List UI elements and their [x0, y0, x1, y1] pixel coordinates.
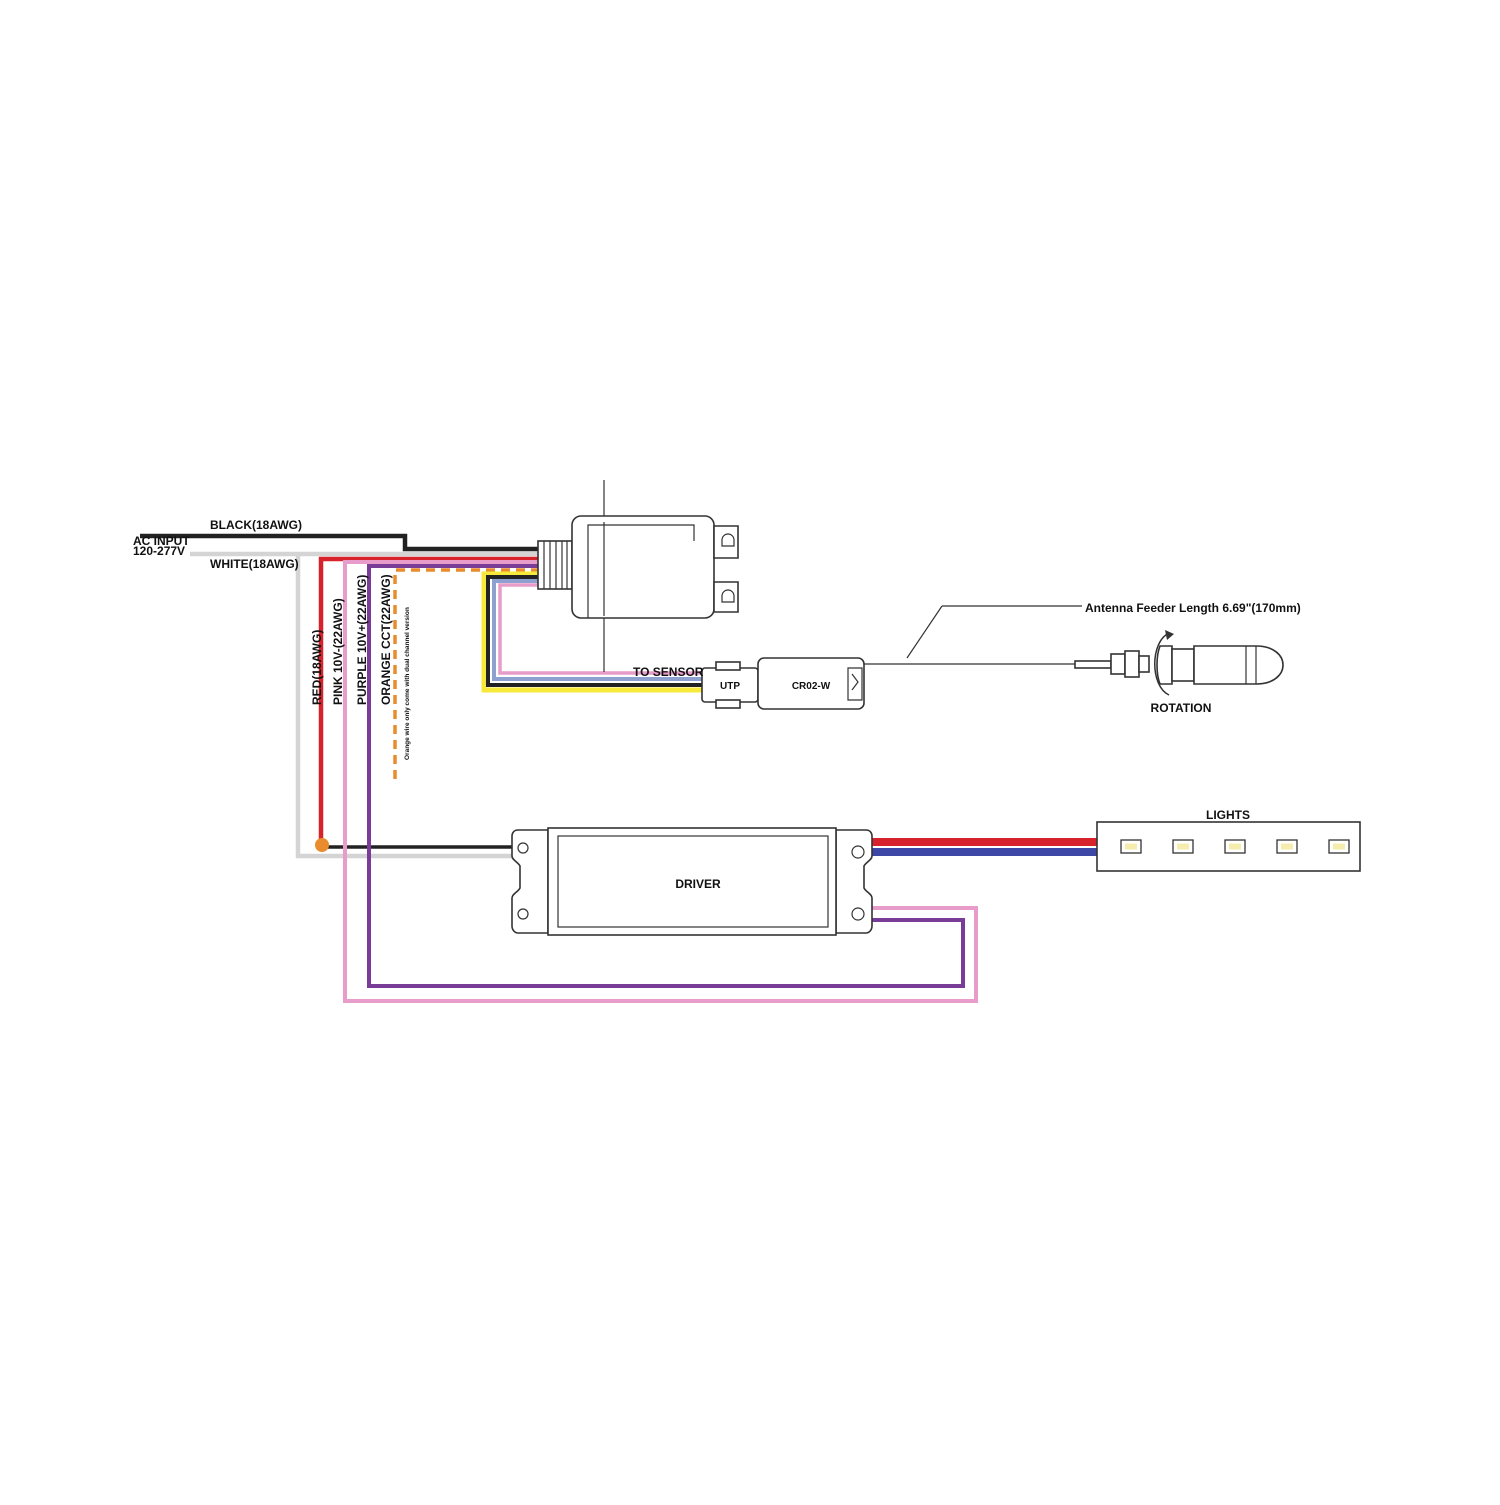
wire-blue-bundle: [492, 579, 702, 681]
label-orange-note: Orange wire only come with dual channel …: [404, 607, 411, 760]
label-black-wire: BLACK(18AWG): [210, 518, 302, 532]
wire-pink: [343, 560, 978, 1003]
antenna-body: [1193, 645, 1284, 685]
label-cr02w: CR02-W: [792, 681, 831, 692]
driver-tab-right: [835, 829, 873, 934]
driver-body: [547, 827, 837, 936]
label-driver: DRIVER: [675, 877, 721, 891]
controller-tab-top: [713, 525, 739, 559]
led-emitter: [1177, 843, 1189, 850]
wire-red: [318, 556, 540, 845]
wire-pink-bundle: [498, 583, 702, 675]
label-lights: LIGHTS: [1206, 808, 1250, 822]
led-emitter: [1281, 843, 1293, 850]
controller-module: [537, 480, 739, 672]
label-purple-wire: PURPLE 10V+(22AWG): [355, 575, 369, 705]
label-white-wire: WHITE(18AWG): [210, 557, 299, 571]
wire-black: [140, 533, 540, 552]
label-pink-wire: PINK 10V-(22AWG): [331, 598, 345, 705]
wire-group: [140, 533, 1097, 1003]
junction-dot: [315, 838, 329, 852]
cr02w-module: [757, 657, 865, 710]
led-emitter: [1333, 843, 1345, 850]
antenna: [864, 605, 1284, 696]
controller-tab-bottom: [713, 581, 739, 613]
label-ac-voltage: 120-277V: [133, 544, 185, 558]
controller-body: [571, 515, 715, 619]
led-emitter: [1125, 843, 1137, 850]
wire-white-down: [295, 554, 520, 859]
led-group: [1120, 839, 1350, 854]
wire-purple: [367, 564, 965, 988]
driver-tab-left: [511, 829, 549, 934]
lights-strip: [1096, 821, 1361, 872]
label-antenna-feeder: Antenna Feeder Length 6.69"(170mm): [1085, 601, 1301, 615]
wire-yellow-bundle: [481, 571, 702, 693]
rotation-arrow-icon: [1154, 632, 1170, 696]
led-emitter: [1229, 843, 1241, 850]
label-red-wire: RED(18AWG): [310, 630, 324, 705]
antenna-leader: [906, 605, 943, 659]
wire-orange: [393, 568, 540, 785]
label-ac-input: AC INPUT: [133, 534, 190, 548]
label-rotation: ROTATION: [1151, 701, 1212, 715]
label-to-sensor: TO SENSOR: [633, 665, 704, 679]
wire-black-bundle: [486, 575, 702, 687]
driver: [511, 827, 873, 936]
label-utp: UTP: [720, 681, 740, 692]
label-orange-wire: ORANGE CCT(22AWG): [379, 574, 393, 705]
